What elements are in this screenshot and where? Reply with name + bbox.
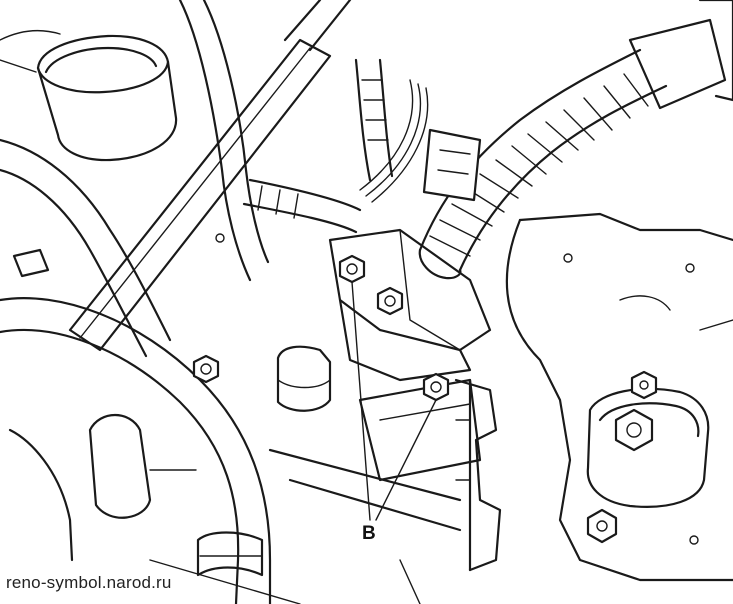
- bolt-lower-center: [422, 372, 450, 402]
- upper-hose: [0, 0, 270, 358]
- callout-b-leaders: [351, 281, 437, 521]
- left-edge-clip: [12, 233, 225, 278]
- rubber-block: [276, 345, 332, 412]
- bolt-upper-center: [338, 254, 366, 284]
- engine-mount-housing: [505, 212, 733, 582]
- lower-left-bracket: [8, 414, 197, 562]
- reservoir-cap: [0, 29, 178, 162]
- lower-engine-lines: [149, 448, 462, 604]
- bolt-center-right: [376, 286, 404, 316]
- source-watermark: reno-symbol.narod.ru: [6, 573, 172, 592]
- diagonal-pipe: [68, 0, 352, 352]
- callout-label-b: B: [362, 523, 376, 544]
- center-wiring: [242, 58, 482, 234]
- vertical-bracket: [454, 378, 502, 572]
- bolt-left: [192, 354, 220, 384]
- lower-left-hose: [0, 297, 272, 604]
